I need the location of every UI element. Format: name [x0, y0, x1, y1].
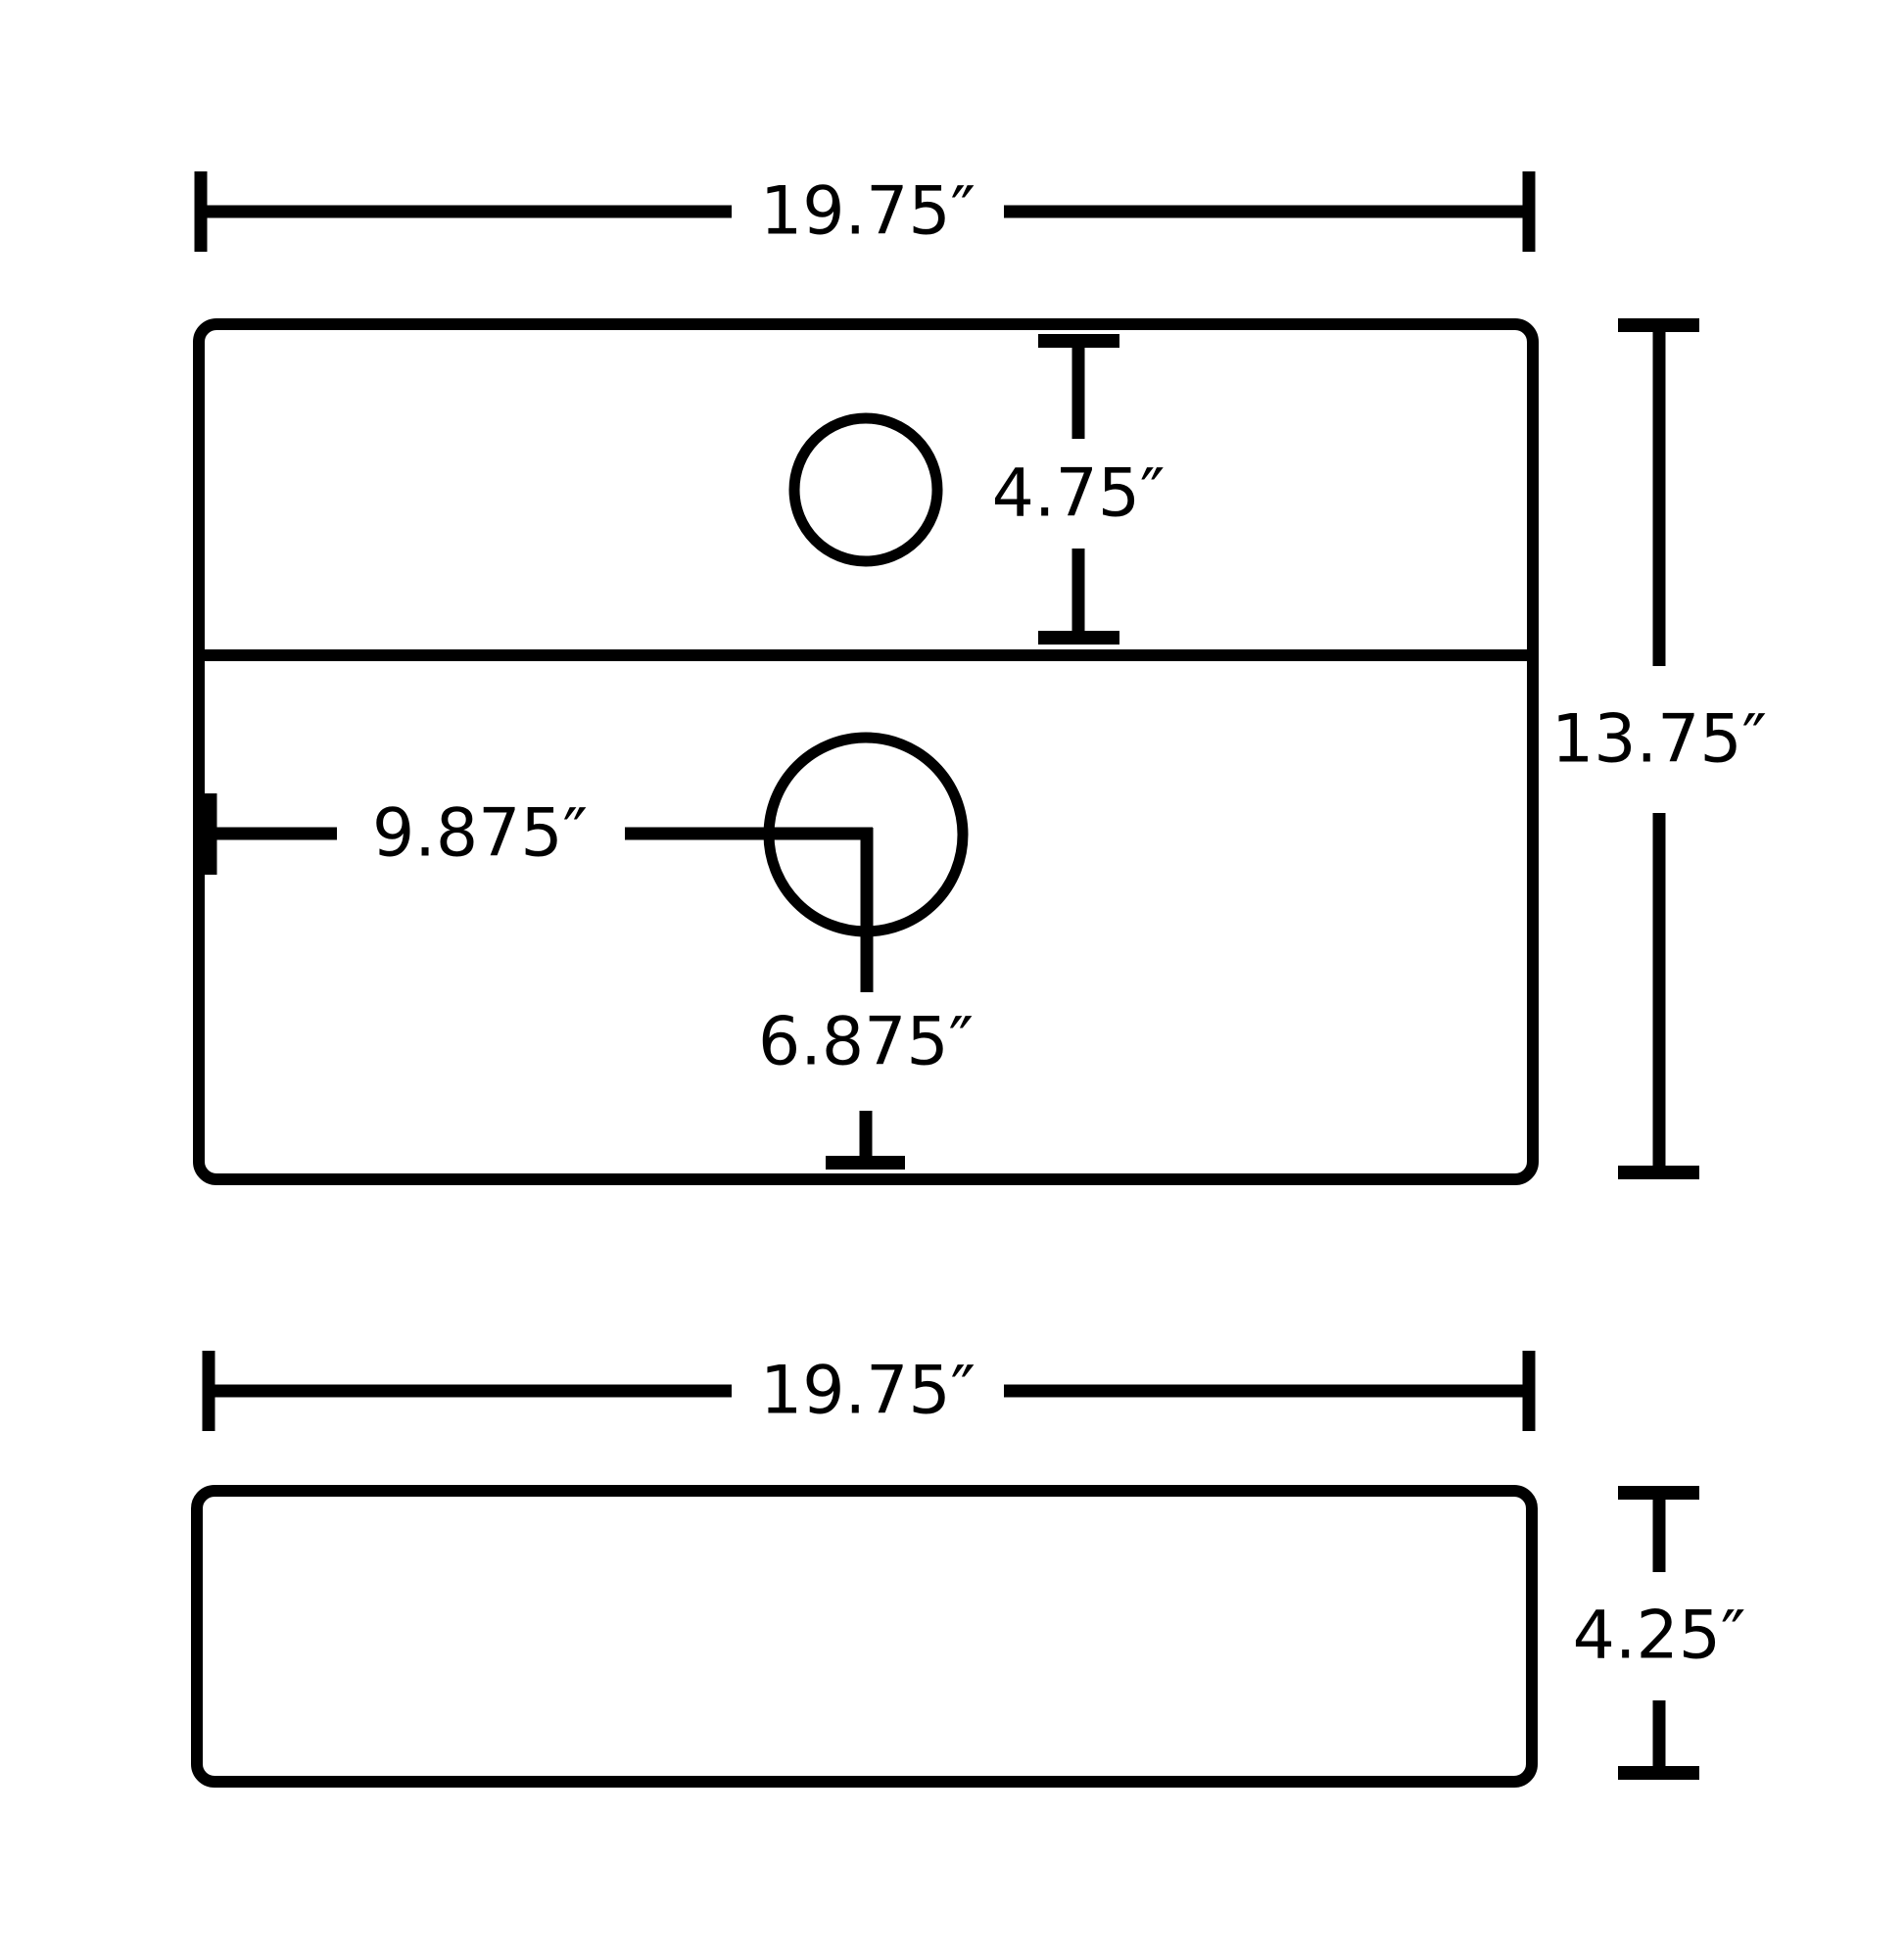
top-width-dimension-label: 19.75″ [760, 173, 976, 251]
side-width-dimension-label: 19.75″ [760, 1353, 976, 1430]
sink-outline-top-view [193, 318, 1539, 1185]
side-height-dimension: 4.25″ [1573, 1486, 1746, 1780]
overall-depth-dimension: 13.75″ [1551, 318, 1767, 1179]
drain-vertical-dimension: 6.875″ [758, 1004, 974, 1170]
top-view [193, 318, 1539, 1185]
side-view [191, 1485, 1538, 1788]
drain-vertical-dimension-label: 6.875″ [758, 1004, 974, 1081]
drain-horizontal-dimension-label: 9.875″ [372, 795, 588, 873]
overall-depth-dimension-label: 13.75″ [1551, 701, 1767, 779]
top-width-dimension: 19.75″ [194, 171, 1536, 252]
drain-horizontal-dimension: 9.875″ [204, 793, 874, 992]
side-width-dimension: 19.75″ [202, 1351, 1536, 1431]
faucet-offset-dimension-label: 4.75″ [992, 455, 1166, 533]
side-height-dimension-label: 4.25″ [1573, 1598, 1746, 1675]
faucet-hole [788, 412, 943, 567]
faucet-offset-dimension: 4.75″ [992, 334, 1166, 645]
sink-outline-side-view [191, 1485, 1538, 1788]
